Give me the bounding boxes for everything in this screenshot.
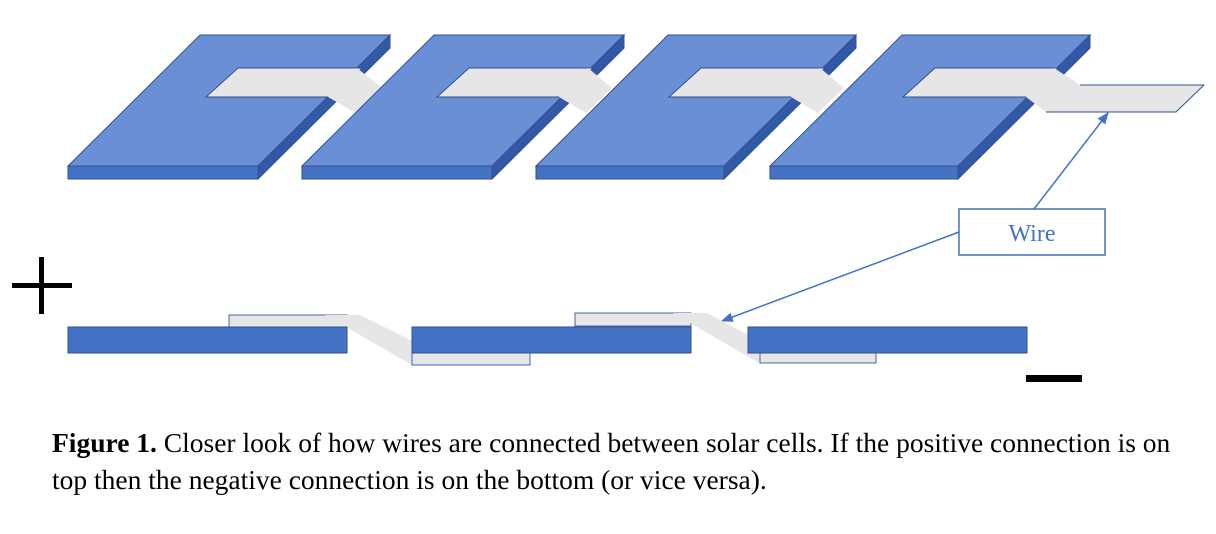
side-view-cell-1 [67, 326, 348, 354]
figure-caption: Figure 1. Closer look of how wires are c… [52, 424, 1172, 498]
figure-caption-text: Closer look of how wires are connected b… [52, 427, 1171, 495]
side-view-cell-3 [747, 326, 1028, 354]
positive-terminal-symbol [12, 257, 72, 314]
solar-cell-1 [66, 33, 392, 181]
solar-cell-3 [534, 33, 858, 181]
wire-label-box [958, 208, 1106, 256]
wire-label: Wire [1008, 221, 1055, 247]
negative-terminal-symbol [1026, 375, 1082, 382]
solar-cell-4 [768, 33, 1206, 181]
wire-arrow-top [1033, 112, 1109, 210]
side-view-cell-2 [411, 326, 692, 354]
side-view-wire-1 [228, 314, 531, 366]
wire-arrow-bottom [720, 231, 960, 322]
solar-cell-2 [300, 33, 626, 181]
wire-callout: Wire [720, 112, 1109, 322]
figure-label: Figure 1. [52, 427, 157, 458]
